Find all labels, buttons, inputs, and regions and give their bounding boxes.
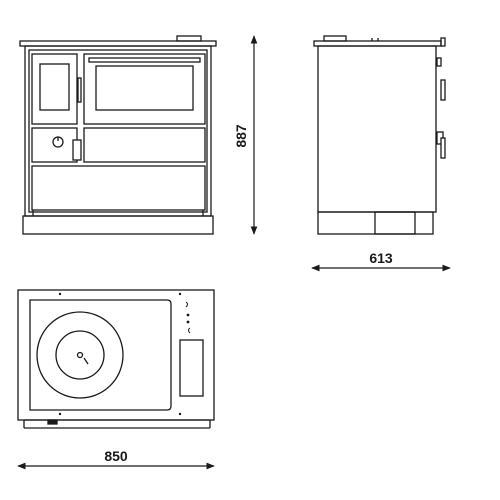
side-rail-end [440,37,446,47]
front-rail-knob-mark [47,419,58,425]
flue-outlet-slot [179,339,204,397]
side-plinth-recess [374,211,416,235]
hotplate-center-icon [76,351,84,359]
top-plate-outline [17,289,215,421]
dimension-lines [17,35,451,470]
top-mark-dot-1 [186,313,190,317]
top-mark-arc-2 [188,327,191,334]
oven-door-window [95,65,194,111]
top-mark-dot-6 [178,412,182,416]
front-view [19,35,217,235]
front-plinth [22,215,214,235]
top-view-arcs [185,301,191,334]
hotplate-outer-ring [36,311,124,399]
oven-door [83,53,206,125]
height-dimension-label: 887 [233,124,249,148]
front-body-inner [28,49,208,213]
cooking-plate-area [29,299,172,411]
top-mark-dot-2 [186,320,190,324]
front-body [24,45,212,217]
side-upper-hinge [436,57,442,67]
depth-dimension-label: 613 [369,250,393,266]
side-drawer-handle [440,137,446,159]
firebox-door [31,53,78,125]
top-mark-dot-3 [58,292,62,296]
front-top-plate [19,40,217,47]
front-flue-collar [176,35,202,42]
storage-drawer [31,165,206,211]
side-firebox-handle [440,79,446,101]
top-mark-dot-4 [178,292,182,296]
top-mark-dot-5 [58,412,62,416]
side-top-plate [313,40,442,47]
top-view-marks [58,292,190,416]
firebox-door-window [39,63,70,111]
hotplate-lid-hook [83,357,89,365]
hotplate-inner-ring [55,330,105,380]
side-view [313,35,446,235]
firebox-door-handle [77,77,82,103]
side-body [317,45,437,213]
top-mark-arc-1 [185,301,188,308]
oven-door-handle-bar [88,57,201,63]
side-flue-collar [323,35,347,42]
lower-oven-panel [83,127,206,163]
top-view [17,289,215,429]
width-dimension-label: 850 [104,448,128,464]
ash-drawer-handle [72,139,82,161]
